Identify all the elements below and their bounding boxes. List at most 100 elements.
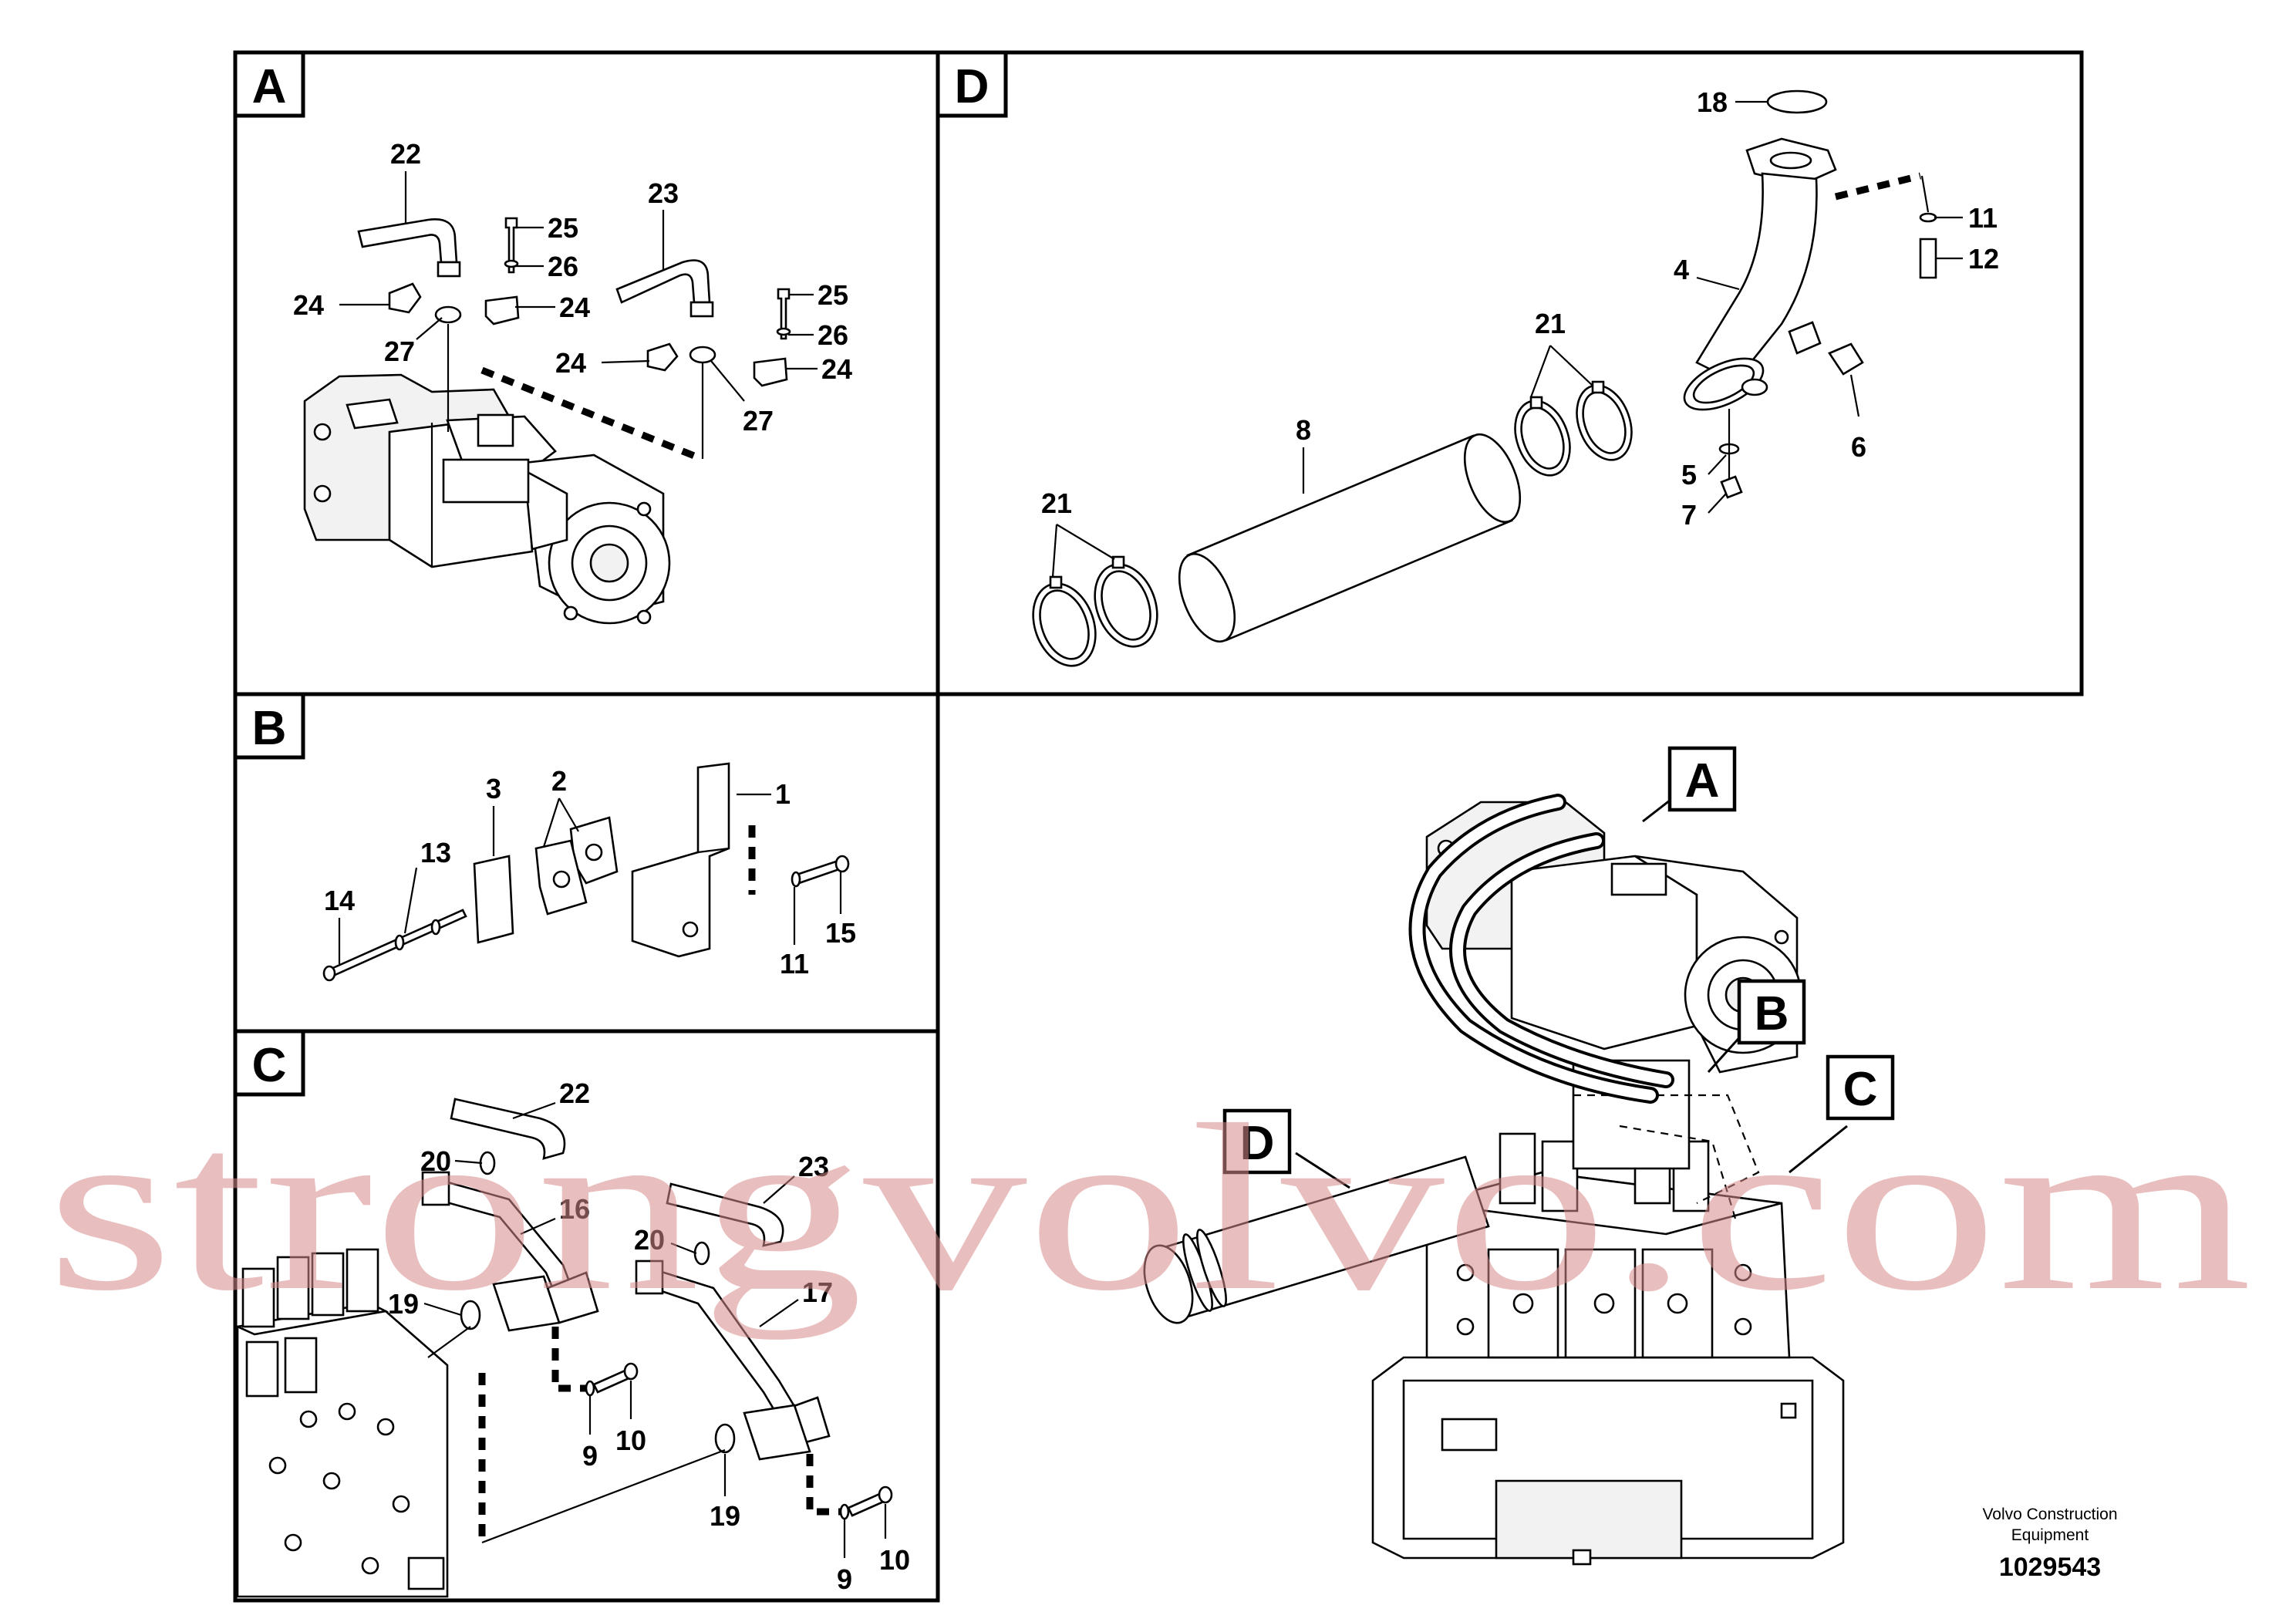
washer-11-b	[791, 871, 801, 888]
bracket-1	[631, 762, 730, 958]
clamp-half-24-1	[388, 282, 422, 314]
callout-21: 21	[1535, 308, 1566, 339]
callout-1: 1	[775, 778, 791, 810]
svg-text:C: C	[1843, 1063, 1878, 1116]
panel-d-drawing: 18 11 12 4 21 8 6 5 21 7	[1032, 86, 1999, 667]
callout-8: 8	[1296, 414, 1311, 446]
callout-2: 2	[551, 765, 567, 797]
callout-7: 7	[1681, 499, 1697, 531]
pump-illustration-a	[303, 373, 671, 625]
fitting-23-a	[689, 301, 714, 318]
callout-20: 20	[420, 1145, 451, 1177]
washer-13-1	[394, 934, 405, 951]
callout-5: 5	[1681, 459, 1697, 491]
panel-a-label: A	[233, 50, 305, 118]
washer-26-left	[504, 259, 519, 268]
svg-text:B: B	[252, 702, 287, 755]
svg-text:A: A	[1685, 754, 1720, 808]
washer-26-right	[776, 327, 791, 336]
washer-13-2	[430, 919, 441, 936]
callout-23: 23	[648, 177, 679, 209]
washer-11-d	[1919, 212, 1937, 223]
hose-22-a	[357, 218, 458, 264]
bolt-12	[1919, 238, 1937, 279]
panel-b-drawing: 1 2 3 13 14 11 15	[322, 762, 856, 982]
svg-text:C: C	[252, 1039, 287, 1092]
panel-a-drawing: 22 23 25 26 24 24 27 25 26 24 24 27	[293, 138, 852, 625]
callout-9: 9	[837, 1563, 852, 1595]
hose-22-c	[450, 1098, 566, 1160]
svg-text:D: D	[955, 60, 990, 113]
plate-3	[473, 855, 514, 944]
callout-19: 19	[710, 1500, 740, 1532]
callout-22: 22	[390, 138, 421, 170]
callout-26: 26	[818, 319, 848, 351]
svg-text:B: B	[1755, 987, 1789, 1040]
overview-tag-b: B	[1737, 979, 1806, 1045]
fitting-22-a	[437, 261, 461, 278]
plug-6	[1828, 342, 1864, 376]
callout-13: 13	[420, 837, 451, 868]
callout-19: 19	[388, 1288, 419, 1320]
overview-tag-a: A	[1667, 746, 1737, 812]
callout-10: 10	[879, 1544, 910, 1576]
hose-23-c	[666, 1182, 784, 1247]
callout-24: 24	[293, 289, 324, 321]
callout-26: 26	[548, 251, 578, 282]
panel-d-label: D	[936, 50, 1008, 118]
flange-17	[743, 1404, 811, 1461]
valve-block-c	[234, 1248, 449, 1598]
panel-c-drawing: 22 23 20 16 20 17 19 9 10 19 9 10	[234, 1077, 910, 1598]
callout-22: 22	[559, 1077, 590, 1109]
callout-25: 25	[818, 279, 848, 311]
callout-12: 12	[1968, 243, 1999, 275]
callout-16: 16	[559, 1193, 590, 1225]
watermark: strongvolvo.com	[46, 1076, 2252, 1340]
callout-24: 24	[821, 353, 852, 385]
overview-assembly: A B C D	[1143, 746, 1895, 1566]
elbow-pipe-4	[1695, 172, 1818, 383]
callout-9: 9	[582, 1440, 598, 1472]
callout-27: 27	[384, 336, 415, 367]
callout-6: 6	[1851, 431, 1866, 463]
panel-c-frame	[233, 1029, 940, 1603]
callout-11: 11	[1968, 202, 1998, 234]
o-ring-27-right	[689, 346, 716, 364]
callout-17: 17	[802, 1276, 833, 1308]
clamp-half-24-3	[646, 342, 679, 372]
clamp-half-24-4	[753, 357, 788, 387]
callout-27: 27	[743, 405, 774, 437]
callout-25: 25	[548, 212, 578, 244]
plug-7	[1720, 475, 1743, 499]
callout-3: 3	[486, 773, 501, 804]
callout-14: 14	[324, 885, 355, 916]
svg-text:A: A	[252, 60, 287, 113]
footer-brand-line2: Equipment	[2011, 1526, 2089, 1544]
callout-4: 4	[1674, 254, 1689, 285]
callout-18: 18	[1697, 86, 1728, 118]
o-ring-19-2	[714, 1423, 736, 1454]
connection-dash-c2	[806, 1454, 841, 1516]
callout-10: 10	[615, 1425, 646, 1456]
overview-tag-d: D	[1222, 1108, 1292, 1175]
connection-dash-a	[480, 366, 703, 463]
o-ring-18	[1766, 89, 1828, 114]
panel-d-frame	[936, 50, 2084, 696]
bolt-25-left	[504, 217, 518, 274]
hose-8	[1186, 434, 1513, 642]
overview-tag-c: C	[1826, 1054, 1895, 1121]
callout-24: 24	[559, 292, 590, 323]
washer-9-1	[585, 1380, 595, 1397]
callout-15: 15	[825, 917, 856, 949]
panel-b-label: B	[233, 692, 305, 760]
callout-23: 23	[798, 1151, 829, 1182]
flange-16	[492, 1275, 561, 1332]
drawing-part-number: 1029543	[1999, 1553, 2101, 1582]
port-boss	[1788, 321, 1822, 355]
panel-c-label: C	[233, 1029, 305, 1097]
clamp-half-24-2	[484, 295, 520, 325]
callout-21: 21	[1041, 487, 1072, 519]
footer-brand-line1: Volvo Construction	[1982, 1506, 2117, 1523]
callout-11: 11	[780, 948, 809, 980]
